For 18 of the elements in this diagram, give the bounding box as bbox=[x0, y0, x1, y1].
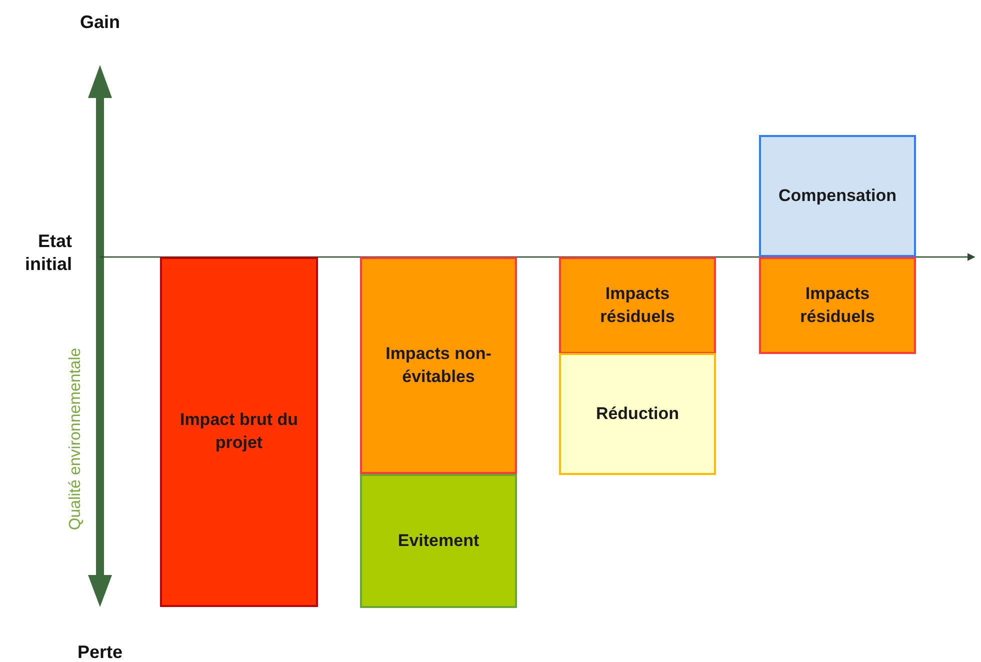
bar-label: Réduction bbox=[594, 402, 680, 425]
bar-label: Evitement bbox=[396, 530, 480, 552]
bar-label: Impacts résiduels bbox=[799, 282, 876, 328]
bar-label: Impacts résiduels bbox=[599, 282, 676, 328]
impact-bar bbox=[759, 257, 916, 354]
impact-bar bbox=[160, 257, 318, 607]
axis-label: Perte bbox=[76, 642, 124, 662]
bar-label: Compensation bbox=[777, 184, 898, 207]
impact-bar bbox=[559, 257, 716, 354]
impact-bar bbox=[360, 257, 517, 474]
avoidance-bar bbox=[360, 474, 517, 608]
bar-label: Impacts non-évitables bbox=[384, 342, 492, 388]
bar-label: Impact brut du projet bbox=[178, 409, 300, 454]
axis-label: Gain bbox=[78, 12, 121, 33]
compensation-bar bbox=[759, 135, 916, 257]
reduction-bar bbox=[559, 353, 716, 475]
axis-label: Etat initial bbox=[24, 230, 72, 276]
axis-title: Qualité environnementale bbox=[67, 346, 85, 532]
